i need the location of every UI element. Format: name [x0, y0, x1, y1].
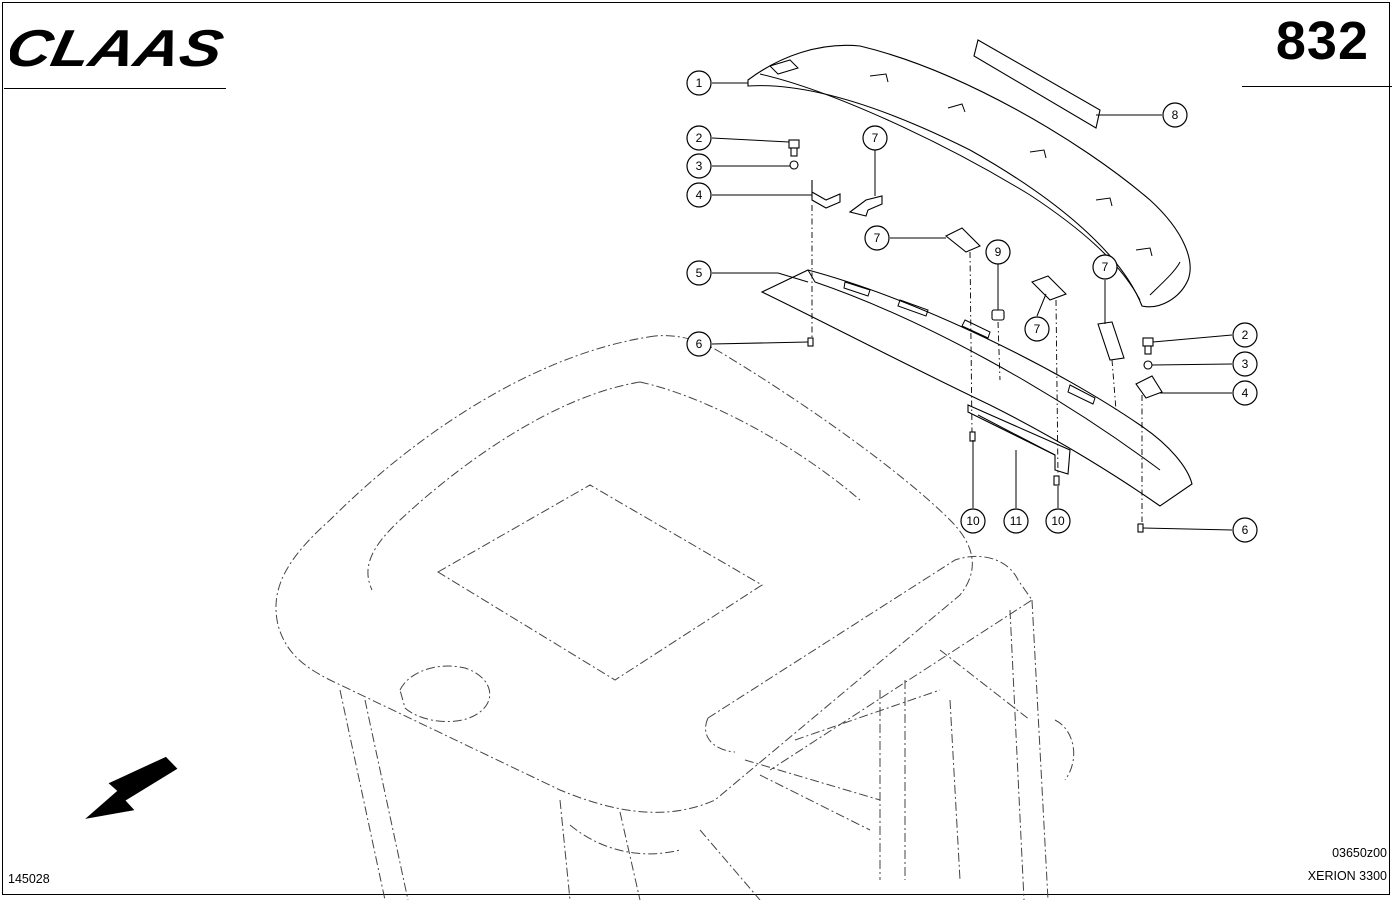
callout-label: 2	[696, 131, 703, 145]
callout-5: 5	[686, 260, 712, 286]
page-number: 832	[1275, 11, 1369, 71]
callout-7a: 7	[862, 125, 888, 151]
callout-7d: 7	[1092, 254, 1118, 280]
callout-2b: 2	[1232, 322, 1258, 348]
callout-7c: 7	[1024, 316, 1050, 342]
header-rule-left	[4, 88, 226, 89]
callout-6b: 6	[1232, 517, 1258, 543]
leader-lines	[711, 82, 1233, 531]
model-name: XERION 3300	[1307, 869, 1387, 883]
callout-3: 3	[686, 153, 712, 179]
claas-logo: CLAAS	[10, 26, 235, 72]
bracket-group	[811, 180, 1163, 399]
callout-1: 1	[686, 70, 712, 96]
part-support-beam	[760, 269, 1193, 507]
callout-label: 10	[966, 514, 980, 528]
part-strip	[973, 39, 1101, 129]
callout-label: 7	[1102, 260, 1109, 274]
part-plate	[967, 404, 1071, 475]
cab-roof-outline	[275, 335, 1075, 900]
arrow-icon	[85, 756, 178, 819]
callout-label: 2	[1242, 328, 1249, 342]
callout-10a: 10	[960, 508, 986, 534]
callout-label: 7	[872, 131, 879, 145]
callout-6: 6	[686, 331, 712, 357]
callout-8: 8	[1162, 102, 1188, 128]
callout-label: 11	[1010, 514, 1023, 528]
callout-label: 7	[1034, 322, 1041, 336]
callout-label: 3	[1242, 357, 1249, 371]
callout-4b: 4	[1232, 380, 1258, 406]
assembly-lines	[811, 205, 1143, 522]
callout-label: 9	[995, 245, 1002, 259]
callout-label: 3	[696, 159, 703, 173]
callout-2: 2	[686, 125, 712, 151]
brand-wordmark: CLAAS	[10, 26, 228, 72]
callout-label: 1	[696, 76, 703, 90]
callout-label: 6	[696, 337, 703, 351]
callout-9: 9	[985, 239, 1011, 265]
drawing-id: 145028	[8, 872, 50, 886]
callout-3b: 3	[1232, 351, 1258, 377]
callout-label: 4	[1242, 386, 1249, 400]
callout-4: 4	[686, 182, 712, 208]
callout-7b: 7	[864, 225, 890, 251]
callout-label: 5	[696, 266, 703, 280]
callout-label: 7	[874, 231, 881, 245]
callout-label: 10	[1051, 514, 1065, 528]
reference-code: 03650z00	[1332, 846, 1387, 860]
callout-11: 11	[1003, 508, 1029, 534]
callout-label: 4	[696, 188, 703, 202]
header-rule-right	[1242, 86, 1392, 87]
callout-label: 6	[1242, 523, 1249, 537]
callout-label: 8	[1172, 108, 1179, 122]
callout-10b: 10	[1045, 508, 1071, 534]
part-roof-cover	[747, 44, 1191, 308]
